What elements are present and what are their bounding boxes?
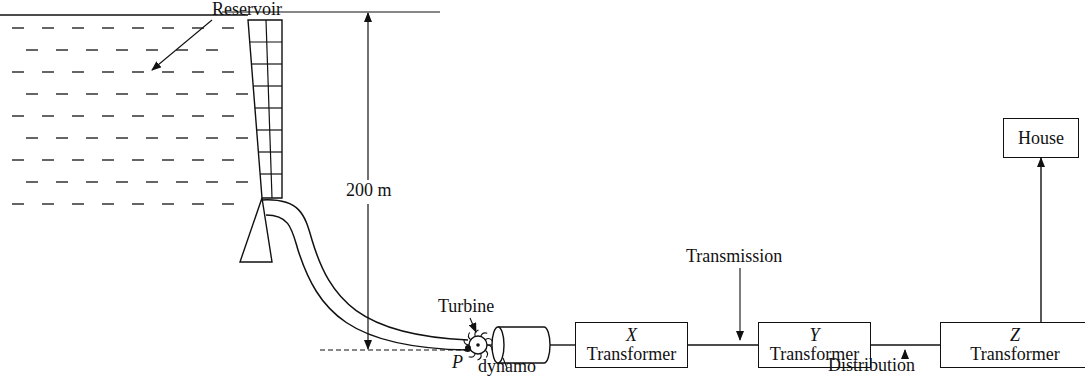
- box-letter: Z: [1010, 326, 1020, 345]
- turbine-label: Turbine: [438, 297, 494, 317]
- box-letter: X: [626, 326, 637, 345]
- power-line: [688, 344, 758, 345]
- leader-line: [470, 318, 476, 332]
- transformer-box: XTransformer: [575, 322, 688, 368]
- transformer-box: ZTransformer: [940, 322, 1085, 368]
- dimension-arrow: [367, 13, 368, 180]
- dam: [248, 20, 282, 198]
- box-label: Transformer: [970, 345, 1059, 364]
- power-line: [871, 344, 940, 345]
- dynamo-label: dynamo: [478, 357, 536, 377]
- supply-arrow: [1040, 158, 1041, 322]
- reservoir-label: Reservoir: [212, 0, 282, 20]
- water-dashes: [0, 15, 248, 204]
- distribution-label: Distribution: [828, 356, 915, 376]
- point-dot: [465, 345, 471, 351]
- house-box: House: [1003, 118, 1079, 158]
- dimension-arrow: [367, 204, 368, 349]
- shaft: [487, 344, 492, 345]
- dam-base: [240, 198, 272, 262]
- dimension-label: 200 m: [346, 181, 392, 201]
- pipe: [266, 215, 468, 350]
- pipe: [262, 200, 468, 340]
- transmission-label: Transmission: [686, 247, 782, 267]
- point-label: P: [452, 353, 463, 373]
- box-letter: Y: [809, 326, 819, 345]
- box-label: House: [1018, 129, 1064, 148]
- leader-line: [152, 20, 212, 70]
- wire: [550, 344, 575, 345]
- dam-blocks: [250, 20, 282, 198]
- turbine-symbol: [464, 330, 493, 360]
- datum-line: [320, 349, 470, 350]
- pointer-arrow: [739, 268, 740, 340]
- box-label: Transformer: [587, 345, 676, 364]
